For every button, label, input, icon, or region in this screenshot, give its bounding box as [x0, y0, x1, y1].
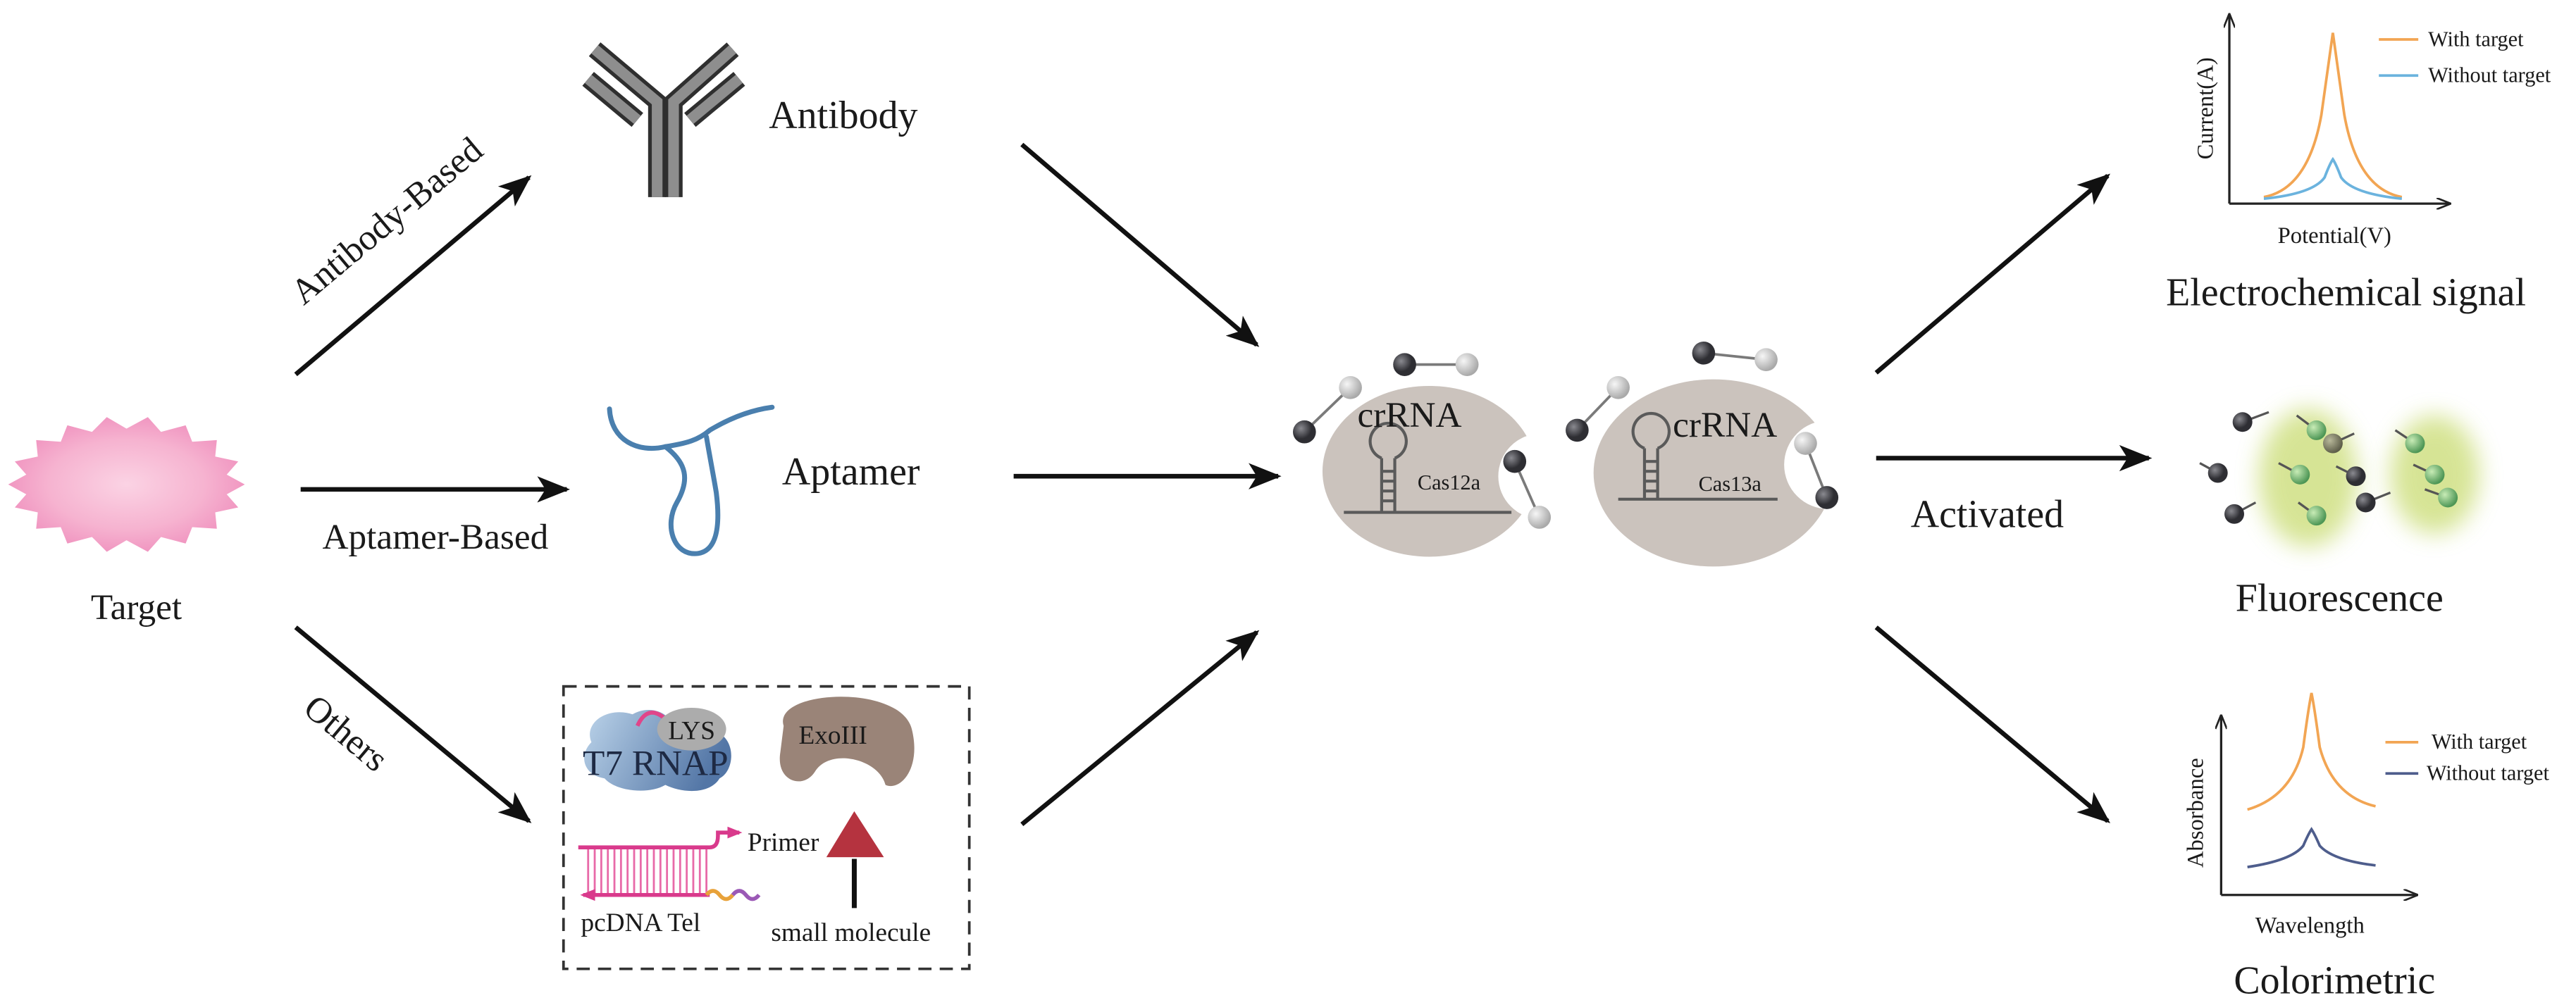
pcdna-tel-icon [578, 826, 761, 901]
aptamer-icon [607, 404, 775, 556]
reporter-probe [1503, 449, 1552, 529]
reporter-probe [1292, 375, 1362, 444]
others-box: LYS T7 RNAP ExoIII small molecule Primer… [562, 685, 971, 970]
lys-icon [657, 707, 726, 751]
aptamer-label: Aptamer [782, 450, 920, 494]
colorimetric-curve-without-target [2247, 827, 2376, 868]
electrochemical-title: Electrochemical signal [2166, 271, 2526, 315]
colorimetric-title: Colorimetric [2234, 959, 2435, 1003]
fluorophore-dot [2306, 506, 2327, 526]
antibody-icon [582, 42, 745, 197]
cas13a-label: Cas13a [1699, 472, 1762, 496]
electrochemical-curve-without-target [2263, 156, 2403, 201]
target-blob [8, 417, 245, 552]
fluorophore-dot [2438, 487, 2458, 508]
electrochemical-y-label: Current(A) [2193, 57, 2219, 159]
cas13a-complex [1593, 379, 1834, 567]
quencher-dot [2224, 504, 2245, 524]
cas13a-protein [1593, 379, 1834, 567]
legend-label: With target [2428, 27, 2524, 51]
fluorescence-title: Fluorescence [2236, 576, 2444, 620]
reporter-probe [1692, 342, 1778, 371]
reporter-probe [1566, 375, 1630, 442]
exoiii-label: ExoIII [798, 721, 867, 750]
exoiii-icon: ExoIII [779, 697, 915, 787]
arrow-others-to-cas [1020, 630, 1260, 827]
antibody-based-label: Antibody-Based [283, 130, 490, 313]
electrochemical-x-label: Potential(V) [2278, 223, 2391, 249]
primer-label: Primer [748, 828, 819, 857]
colorimetric-y-label: Absorbance [2184, 758, 2209, 868]
antibody-label: Antibody [769, 94, 917, 137]
lys-label: LYS [668, 716, 715, 745]
reporter-probes [1292, 342, 1839, 529]
small-molecule-label: small molecule [771, 918, 931, 947]
cas12a-crrna-stemloop [1344, 421, 1512, 514]
cas13a-crrna-label: crRNA [1673, 405, 1777, 445]
electrochemical-plot: With target Without target Current(A) Po… [2193, 15, 2551, 249]
fluorophore-dot [2425, 464, 2445, 485]
reporter-probe [1794, 432, 1839, 509]
cas12a-label: Cas12a [1418, 470, 1481, 494]
quencher-dot [2207, 463, 2228, 483]
quencher-dot [2322, 433, 2343, 454]
aptamer-based-label: Aptamer-Based [322, 517, 548, 557]
colorimetric-x-label: Wavelength [2255, 913, 2365, 938]
arrow-cas-to-colorimetric [1874, 625, 2111, 823]
target-label: Target [91, 587, 182, 628]
quencher-dot [2232, 412, 2253, 432]
activated-label: Activated [1911, 492, 2064, 536]
cas13a-crrna-stemloop [1618, 411, 1778, 501]
fluorophore-dot [2290, 464, 2310, 485]
fluorescence-panel [2199, 408, 2479, 547]
legend-label: Without target [2427, 761, 2550, 785]
arrow-target-to-others [294, 625, 532, 823]
target-group: Target [8, 417, 245, 628]
arrow-cas-to-electrochemical [1874, 173, 2111, 375]
t7-rnap-icon: LYS T7 RNAP [583, 707, 731, 792]
quencher-dot [2355, 492, 2376, 513]
cas12a-crrna-label: crRNA [1357, 395, 1461, 435]
small-molecule-icon [826, 811, 884, 909]
colorimetric-curve-with-target [2247, 692, 2376, 811]
arrow-target-to-antibody [294, 175, 532, 377]
quencher-dot [2346, 466, 2366, 487]
arrow-antibody-to-cas [1020, 142, 1260, 347]
pcdna-tel-label: pcDNA Tel [581, 909, 700, 937]
legend-label: With target [2432, 730, 2527, 754]
fluorophore-dot [2306, 420, 2327, 440]
electrochemical-curve-with-target [2263, 32, 2403, 199]
others-dashed-frame [562, 685, 971, 970]
colorimetric-plot: With target Without target Absorbance Wa… [2184, 692, 2550, 938]
t7-rnap-label: T7 RNAP [583, 744, 729, 784]
legend-label: Without target [2428, 63, 2551, 87]
fluorophore-dot [2405, 433, 2425, 454]
reporter-probe [1393, 353, 1479, 376]
